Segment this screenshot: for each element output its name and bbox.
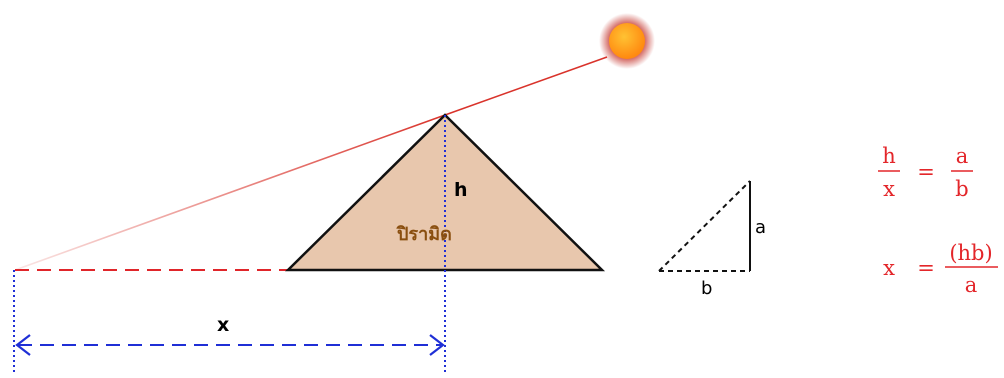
height-label: h: [454, 179, 468, 201]
small-triangle: [658, 180, 751, 272]
small-horizontal-label: b: [701, 278, 712, 299]
solve-lhs: x: [883, 256, 895, 280]
ratio-right-denominator: b: [955, 177, 968, 201]
small-vertical-label: a: [755, 217, 766, 238]
solve-formula: x = (hb) a: [883, 241, 998, 297]
ratio-equals: =: [917, 160, 935, 184]
sun-icon: [599, 13, 655, 69]
ratio-left-numerator: h: [882, 144, 896, 168]
ratio-left-denominator: x: [883, 177, 895, 201]
pyramid-label: ปิรามิด: [396, 224, 452, 245]
solve-equals: =: [917, 256, 935, 280]
solve-denominator: a: [965, 273, 978, 297]
sun-ray-upper: [444, 56, 608, 116]
sun-ray-lower: [14, 114, 446, 271]
solve-numerator: (hb): [949, 241, 992, 265]
distance-arrow: [15, 334, 445, 356]
ratio-right-numerator: a: [956, 144, 969, 168]
distance-label: x: [217, 314, 229, 336]
ratio-formula: h x = a b: [878, 144, 973, 201]
